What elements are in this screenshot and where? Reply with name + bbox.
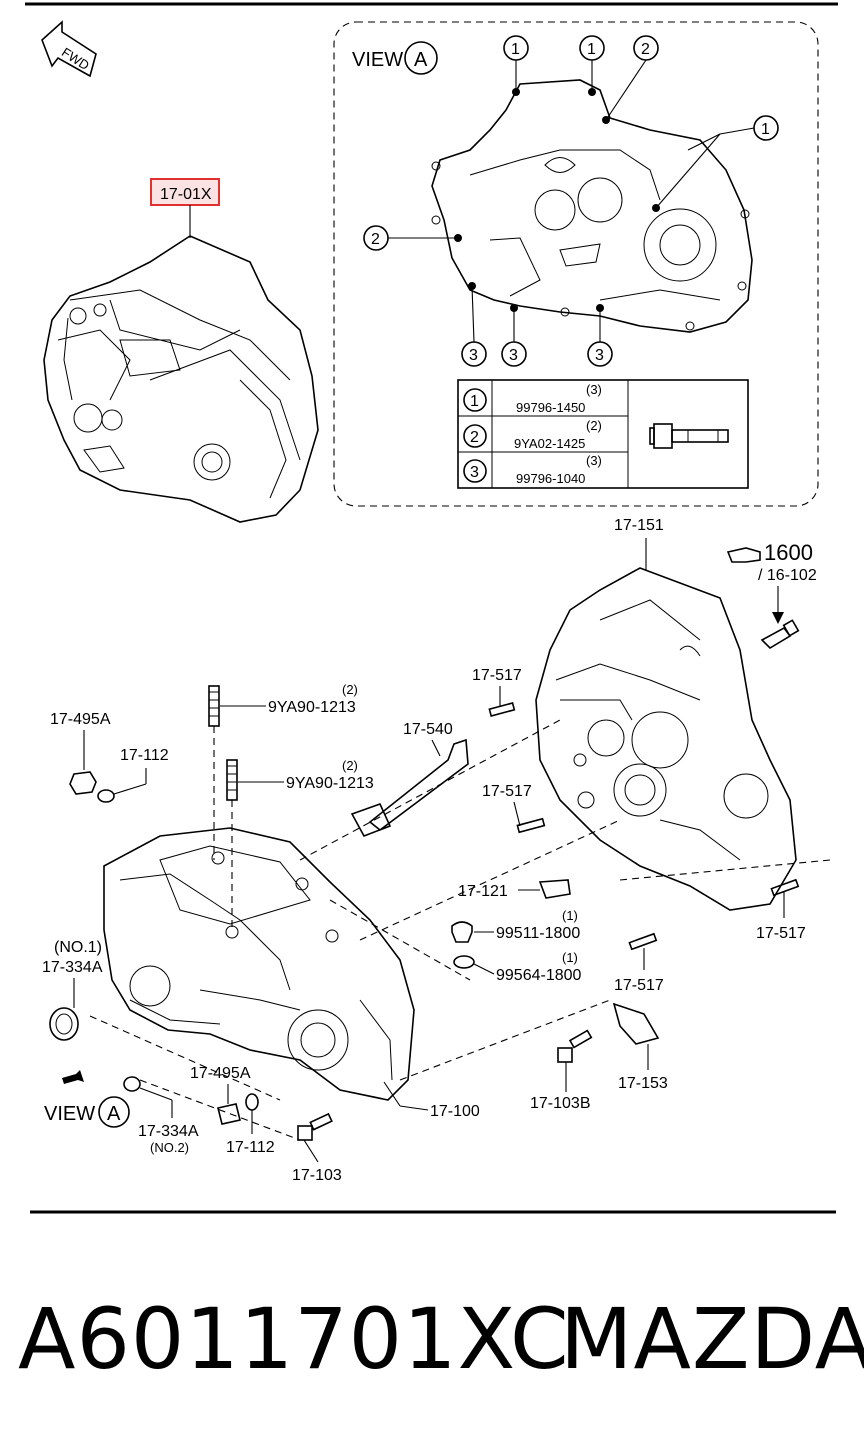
view-a-title: VIEW	[352, 49, 403, 71]
part-number: A6011701XC	[18, 1290, 570, 1388]
callout-3b: 3	[509, 347, 518, 364]
part-17-334a-bot[interactable]: 17-334A	[138, 1123, 199, 1140]
highlight-label: 17-01X	[160, 186, 212, 203]
transaxle-assembly-drawing	[43, 235, 319, 523]
part-99511-qty: (1)	[562, 908, 578, 923]
sensor-bolt-icon	[760, 619, 800, 650]
washer-bottom	[245, 1093, 259, 1111]
view-bottom-letter-circle	[98, 1096, 130, 1128]
part-17-151[interactable]: 17-151	[614, 517, 664, 534]
table-row-3-no: 3	[470, 464, 479, 481]
part-17-517-c[interactable]: 17-517	[756, 925, 806, 942]
part-9ya90-a-qty: (2)	[342, 682, 358, 697]
stud-bolt-a	[208, 685, 220, 727]
part-17-334a-top[interactable]: 17-334A	[42, 959, 103, 976]
flange-bolt-icon	[649, 423, 729, 449]
drain-plug-top	[69, 771, 97, 795]
bolt-table: 1 (3) 99796-1450 2 (2) 9YA02-1425 3 (3) …	[457, 379, 749, 489]
part-17-121[interactable]: 17-121	[458, 883, 508, 900]
dowel-pin-d	[628, 932, 658, 951]
part-17-517-b[interactable]: 17-517	[482, 783, 532, 800]
part-17-334a-no1-label: (NO.1)	[54, 939, 102, 956]
cover-plate-17-153	[612, 1002, 660, 1045]
stud-bolt-b	[226, 759, 238, 801]
callout-2b: 2	[371, 231, 380, 248]
part-9ya90-b-qty: (2)	[342, 758, 358, 773]
part-17-100[interactable]: 17-100	[430, 1103, 480, 1120]
pointing-hand-icon	[726, 547, 761, 563]
table-row-1-part: 99796-1450	[516, 400, 585, 415]
callout-2a: 2	[641, 41, 650, 58]
part-1600[interactable]: 1600	[764, 540, 813, 565]
part-17-517-a[interactable]: 17-517	[472, 667, 522, 684]
table-row-1-qty: (3)	[586, 382, 602, 397]
part-17-103[interactable]: 17-103	[292, 1167, 342, 1184]
part-99564-qty: (1)	[562, 950, 578, 965]
table-row-3-part: 99796-1040	[516, 471, 585, 486]
brand-name: MAZDA	[560, 1290, 864, 1388]
stiffener-bracket	[350, 738, 469, 837]
bolt-17-103b	[557, 1029, 593, 1063]
part-17-112-top[interactable]: 17-112	[120, 747, 169, 764]
dowel-pin-b	[516, 817, 546, 834]
callout-1a: 1	[511, 41, 520, 58]
oil-seal-no1	[49, 1007, 79, 1041]
callout-1b: 1	[587, 41, 596, 58]
view-bottom-letter: A	[107, 1103, 121, 1125]
part-17-540[interactable]: 17-540	[403, 721, 453, 738]
part-16-102[interactable]: / 16-102	[758, 567, 817, 584]
callout-3c: 3	[595, 347, 604, 364]
part-17-112-bot[interactable]: 17-112	[226, 1139, 275, 1156]
dowel-pin-a	[488, 702, 516, 717]
table-row-1-no: 1	[470, 393, 479, 410]
part-17-495a-bot[interactable]: 17-495A	[190, 1065, 251, 1082]
table-row-2-qty: (2)	[586, 418, 602, 433]
oil-seal-no2	[123, 1076, 141, 1092]
view-bottom: VIEW	[44, 1103, 95, 1125]
clutch-housing-drawing	[103, 827, 415, 1101]
dowel-pin-c	[770, 878, 800, 897]
table-row-3-qty: (3)	[586, 453, 602, 468]
callout-3a: 3	[469, 347, 478, 364]
washer-99564	[453, 955, 475, 969]
part-17-103b[interactable]: 17-103B	[530, 1095, 591, 1112]
drain-plug-bottom	[217, 1103, 241, 1125]
part-17-334a-no2-label: (NO.2)	[150, 1140, 189, 1155]
plug-99511	[451, 921, 473, 943]
view-a-panel	[333, 21, 819, 507]
part-17-153[interactable]: 17-153	[618, 1075, 668, 1092]
view-a-casing-drawing	[431, 79, 753, 333]
table-row-2-no: 2	[470, 429, 479, 446]
bolt-17-103	[297, 1112, 333, 1141]
table-row-2-part: 9YA02-1425	[514, 436, 585, 451]
footer: A6011701XC MAZDA	[0, 1290, 864, 1410]
part-99511[interactable]: 99511-1800	[496, 925, 580, 942]
part-9ya90-b[interactable]: 9YA90-1213	[286, 775, 374, 792]
part-17-517-d[interactable]: 17-517	[614, 977, 664, 994]
washer-top	[97, 789, 115, 803]
view-a-letter-circle	[404, 41, 438, 75]
view-a-callouts: 1 1 2 1 2 3 3 3	[363, 35, 779, 367]
view-arrow-icon	[62, 1070, 84, 1084]
callout-1c: 1	[761, 121, 770, 138]
part-99564[interactable]: 99564-1800	[496, 967, 582, 984]
bracket-plate	[538, 879, 571, 899]
highlight-callout[interactable]: 17-01X	[150, 178, 220, 238]
view-a-letter: A	[414, 49, 428, 71]
part-17-495a-top[interactable]: 17-495A	[50, 711, 111, 728]
fwd-arrow-icon: FWD	[41, 20, 97, 78]
transmission-case-drawing	[535, 567, 797, 911]
part-9ya90-a[interactable]: 9YA90-1213	[268, 699, 356, 716]
